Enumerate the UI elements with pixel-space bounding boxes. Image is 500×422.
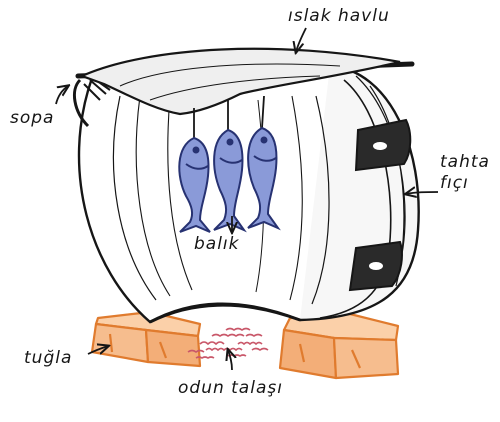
brick-left — [92, 312, 200, 366]
label-barrel: tahta fıçı — [440, 152, 490, 195]
barrel-band-bottom — [350, 242, 402, 290]
label-brick: tuğla — [24, 350, 72, 367]
label-stick: sopa — [10, 110, 54, 127]
label-sawdust: odun talaşı — [178, 380, 283, 397]
sawdust-arrow — [228, 350, 232, 370]
label-fish: balık — [194, 236, 240, 253]
label-wet-towel: ıslak havlu — [288, 8, 390, 25]
stick-arrow — [56, 86, 68, 104]
brick-right — [280, 314, 398, 378]
towel-arrow — [296, 28, 306, 52]
